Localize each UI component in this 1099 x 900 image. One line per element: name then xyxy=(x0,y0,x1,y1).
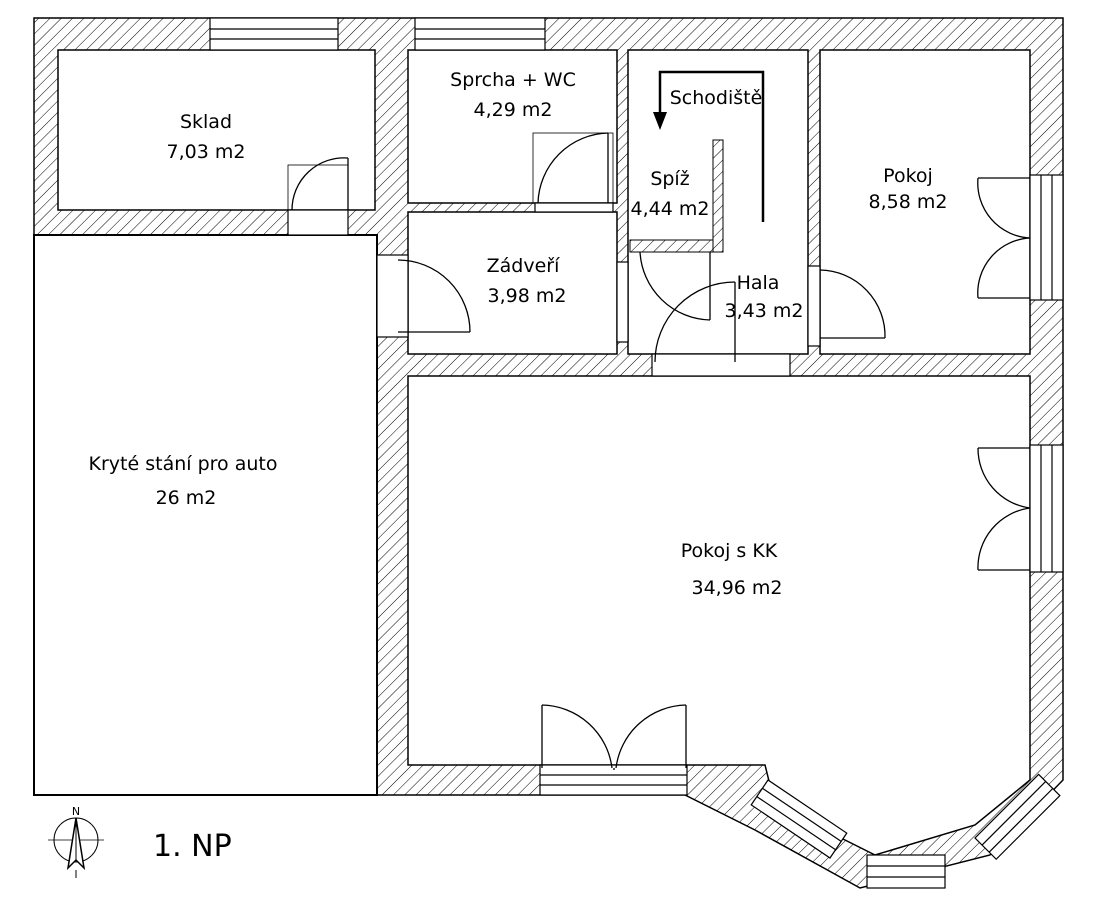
carport-outline xyxy=(33,234,378,796)
room-area-sklad: 7,03 m2 xyxy=(167,141,246,163)
window-right-room xyxy=(1029,174,1064,301)
window-bay-left xyxy=(750,779,848,859)
room-labels: Sklad 7,03 m2 Sprcha + WC 4,29 m2 Schodi… xyxy=(89,69,948,599)
room-name-sprcha: Sprcha + WC xyxy=(450,69,576,91)
door-entrance xyxy=(397,259,471,333)
room-area-sprcha: 4,29 m2 xyxy=(474,99,553,121)
door-living-double xyxy=(541,704,687,770)
room-name-hala: Hala xyxy=(737,272,780,294)
north-arrow-icon: N xyxy=(48,805,104,878)
door-living-window-sash xyxy=(977,447,1031,571)
window-top-shower xyxy=(414,17,546,51)
window-right-living xyxy=(1029,444,1064,573)
window-bay-right xyxy=(974,773,1061,861)
window-bay-bottom xyxy=(866,854,946,889)
room-name-stani: Kryté stání pro auto xyxy=(89,453,278,475)
room-area-pokoj: 8,58 m2 xyxy=(869,191,948,213)
north-label: N xyxy=(72,805,80,818)
room-name-spiz: Spíž xyxy=(650,168,689,190)
door-openings xyxy=(287,202,821,377)
door-storage xyxy=(287,157,349,211)
room-name-zadveri: Zádveří xyxy=(487,255,560,277)
floor-label: 1. NP xyxy=(153,829,232,864)
room-area-spiz: 4,44 m2 xyxy=(631,198,710,220)
door-swings xyxy=(287,132,1031,770)
room-name-sklad: Sklad xyxy=(180,111,232,133)
room-area-stani: 26 m2 xyxy=(156,487,217,509)
room-area-pokoj-kk: 34,96 m2 xyxy=(691,577,782,599)
room-area-hala: 3,43 m2 xyxy=(725,300,804,322)
window-top-storage xyxy=(209,17,339,51)
door-shower xyxy=(532,132,614,204)
room-name-pokoj: Pokoj xyxy=(883,165,933,187)
room-name-schodiste: Schodiště xyxy=(670,87,763,109)
door-hall xyxy=(654,281,736,363)
walls xyxy=(33,17,1064,889)
stair-arrow-icon xyxy=(653,70,765,222)
door-room xyxy=(819,269,886,339)
pantry-walls xyxy=(629,139,724,253)
room-name-pokoj-kk: Pokoj s KK xyxy=(681,540,778,562)
door-room-window-sash xyxy=(977,177,1031,299)
room-area-zadveri: 3,98 m2 xyxy=(488,285,567,307)
